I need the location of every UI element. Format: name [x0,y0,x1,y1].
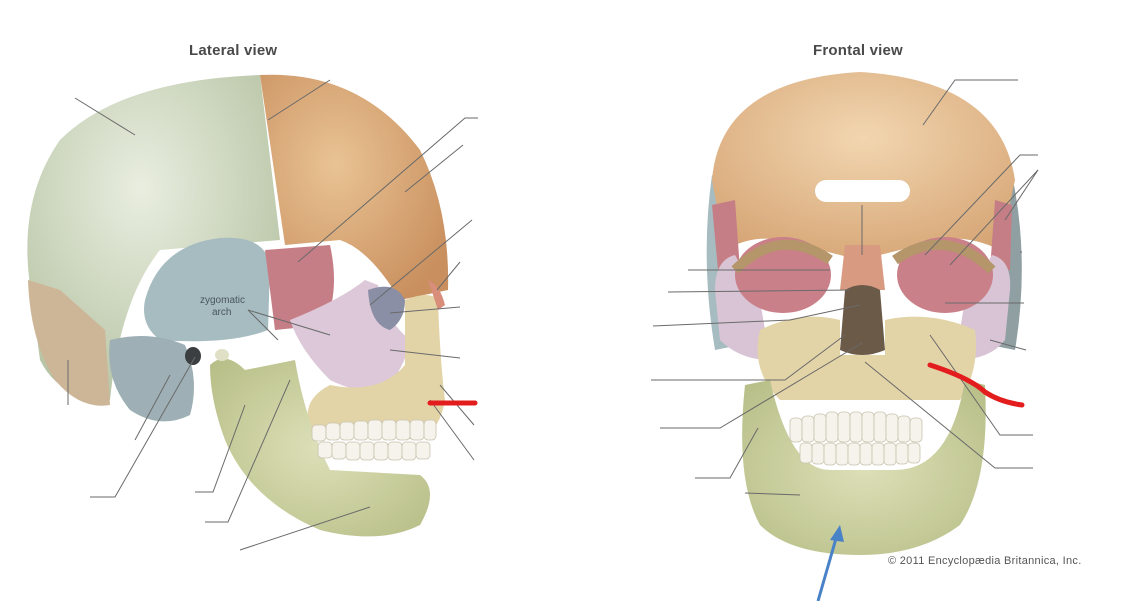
frontal-leader-lines [651,79,1039,496]
blue-arrow-annotation [816,525,844,601]
nasal-bone-front [840,245,885,290]
mandible [210,358,430,537]
forehead-highlight [815,180,910,202]
lateral-skull: zygomatic arch [27,74,449,537]
external-acoustic-meatus [185,347,201,365]
temporal-bone [144,237,270,342]
frontal-bone-front [712,72,1015,260]
frontal-bone [260,74,449,301]
red-annotation-frontal [927,362,1025,408]
mandibular-condyle [215,349,229,361]
orbit [368,286,405,330]
zygomatic-arch-label-line1: zygomatic [200,295,245,306]
nasal-cavity [840,285,885,355]
zygomatic-left [715,255,770,360]
frontal-view-title: Frontal view [813,42,903,59]
frontal-skull [706,72,1022,555]
teeth-frontal [789,411,923,466]
nasal-bone [428,280,445,310]
zygomatic-arch-label-line2: arch [212,307,231,318]
mastoid [109,336,194,422]
teeth-lateral [311,419,437,461]
lateral-view-title: Lateral view [189,42,278,59]
lateral-leader-lines [67,79,478,551]
maxilla-front [757,316,976,400]
occipital-lower [28,280,110,406]
maxilla [307,295,445,440]
mandible-front [742,380,986,555]
copyright-credit: © 2011 Encyclopædia Britannica, Inc. [888,555,1082,567]
sphenoid-left [712,200,740,270]
